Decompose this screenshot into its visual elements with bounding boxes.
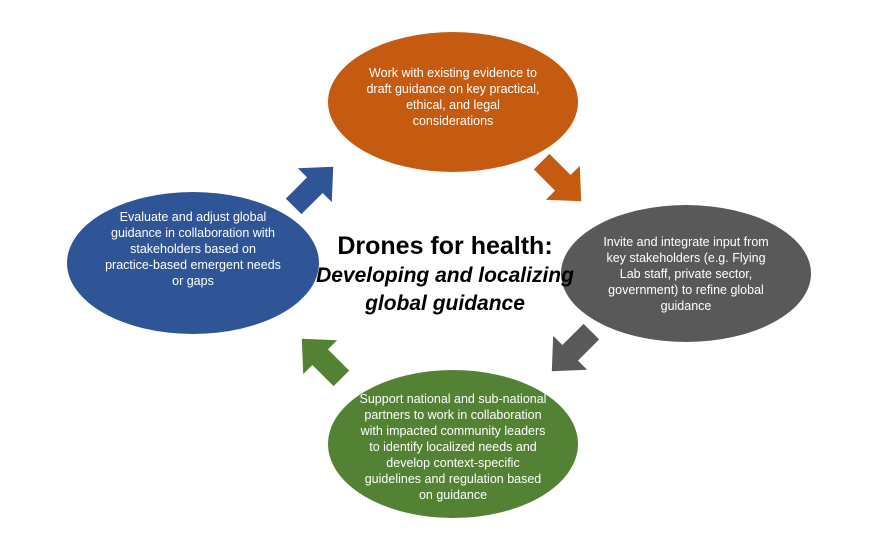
- step-stakeholder-input-text: Invite and integrate input from key stak…: [603, 234, 769, 313]
- step-localize-guidelines-text: Support national and sub-national partne…: [359, 392, 547, 502]
- arrow-left-to-top-icon: [276, 149, 351, 224]
- arrow-bottom-to-left-icon: [284, 321, 359, 396]
- step-draft-guidance: Work with existing evidence to draft gui…: [328, 32, 578, 172]
- arrow-top-to-right-icon: [524, 144, 599, 219]
- step-localize-guidelines: Support national and sub-national partne…: [328, 370, 578, 518]
- diagram-title-sub-line2: global guidance: [365, 292, 525, 315]
- step-stakeholder-input: Invite and integrate input from key stak…: [561, 205, 811, 342]
- diagram-title-main: Drones for health:: [337, 232, 553, 260]
- step-draft-guidance-text: Work with existing evidence to draft gui…: [366, 66, 540, 128]
- diagram-title-sub-line1: Developing and localizing: [316, 264, 574, 287]
- diagram-title: Drones for health: Developing and locali…: [300, 230, 590, 318]
- arrow-right-to-bottom-icon: [534, 314, 609, 389]
- step-evaluate-adjust: Evaluate and adjust global guidance in c…: [67, 192, 319, 334]
- step-evaluate-adjust-text: Evaluate and adjust global guidance in c…: [105, 210, 281, 288]
